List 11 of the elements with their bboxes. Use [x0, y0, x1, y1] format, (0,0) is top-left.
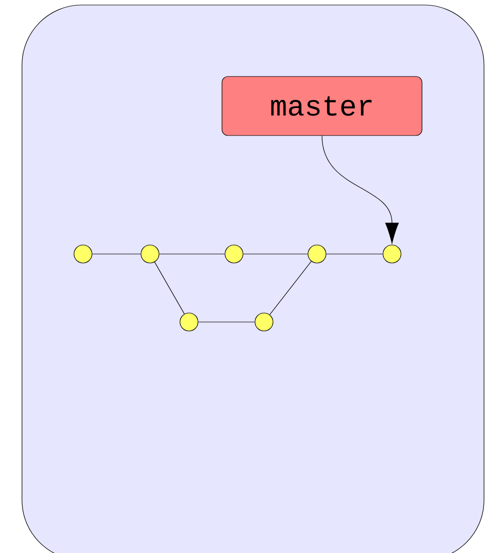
commit-circle — [140, 244, 160, 264]
connector-line — [269, 261, 312, 315]
commit-circle — [308, 244, 326, 264]
commit-circle — [254, 312, 274, 332]
commit-circle — [382, 244, 402, 264]
branch-label-box: master — [222, 76, 422, 136]
arrow — [322, 136, 399, 244]
commit-circle — [74, 244, 92, 264]
commit-circle — [180, 312, 198, 332]
connector-line — [154, 262, 185, 314]
commit-circle — [224, 244, 244, 264]
